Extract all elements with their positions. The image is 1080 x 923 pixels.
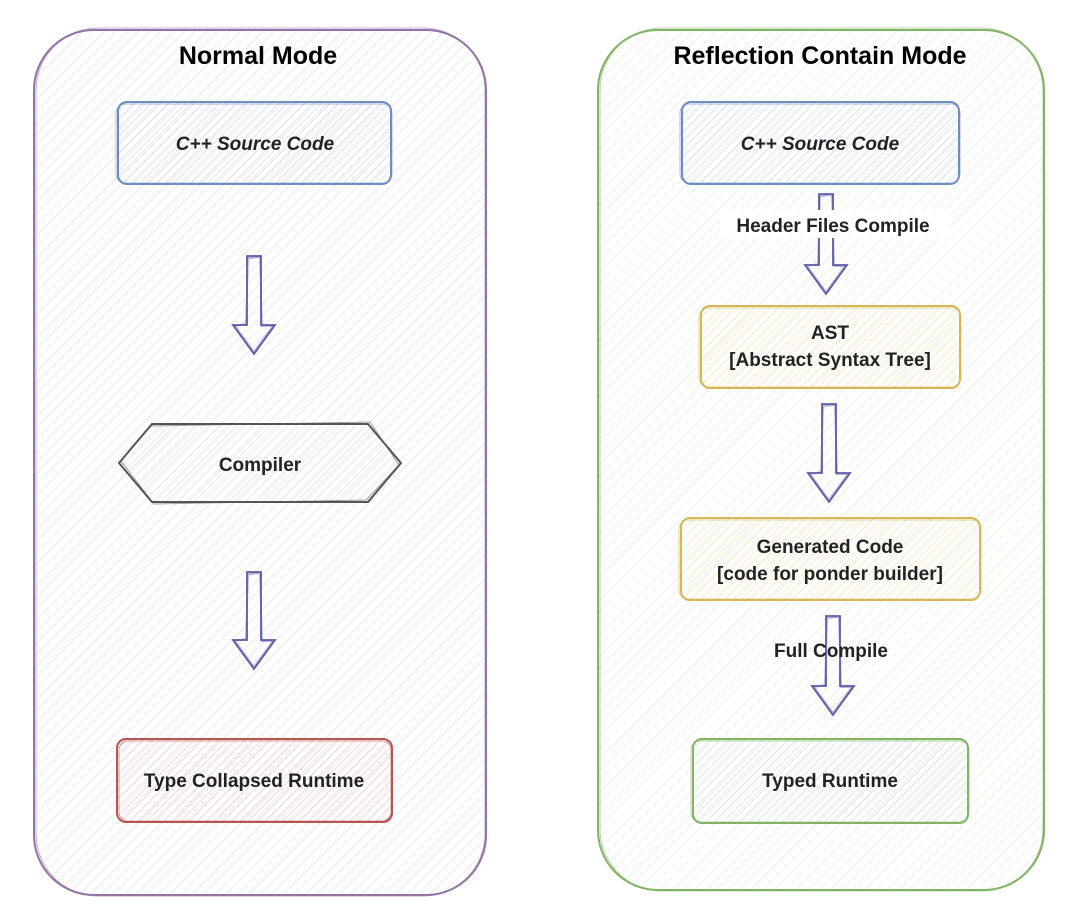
reflection-arrow-1 — [803, 193, 849, 296]
generated-code-label-line2: [code for ponder builder] — [717, 564, 943, 585]
ast-label-line2: [Abstract Syntax Tree] — [729, 350, 931, 371]
normal-source-code-label: C++ Source Code — [176, 134, 335, 155]
type-collapsed-runtime-node: Type Collapsed Runtime — [116, 738, 393, 823]
full-compile-label: Full Compile — [774, 641, 888, 662]
type-collapsed-runtime-label: Type Collapsed Runtime — [144, 771, 364, 792]
normal-source-code-node: C++ Source Code — [115, 101, 393, 185]
header-files-compile-label: Header Files Compile — [736, 216, 929, 237]
normal-arrow-1 — [231, 255, 277, 356]
normal-arrow-2 — [231, 571, 277, 671]
compiler-node: Compiler — [117, 421, 403, 505]
ast-node: AST [Abstract Syntax Tree] — [698, 305, 962, 389]
reflection-arrow-3 — [810, 615, 856, 717]
reflection-mode-panel: Reflection Contain Mode C++ Source Code … — [597, 27, 1045, 892]
normal-mode-panel: Normal Mode C++ Source Code Compiler — [33, 27, 487, 897]
reflection-source-code-node: C++ Source Code — [679, 101, 961, 185]
generated-code-label-line1: Generated Code — [757, 537, 904, 558]
edge-label-bg-1 — [720, 210, 950, 238]
generated-code-node: Generated Code [code for ponder builder] — [678, 517, 982, 601]
reflection-source-code-label: C++ Source Code — [741, 134, 900, 155]
typed-runtime-node: Typed Runtime — [690, 738, 970, 824]
reflection-arrow-2 — [806, 403, 852, 504]
ast-label-line1: AST — [811, 323, 849, 344]
normal-mode-title: Normal Mode — [179, 42, 337, 70]
typed-runtime-label: Typed Runtime — [762, 771, 898, 792]
compiler-label: Compiler — [219, 455, 302, 476]
reflection-mode-title: Reflection Contain Mode — [673, 42, 966, 70]
